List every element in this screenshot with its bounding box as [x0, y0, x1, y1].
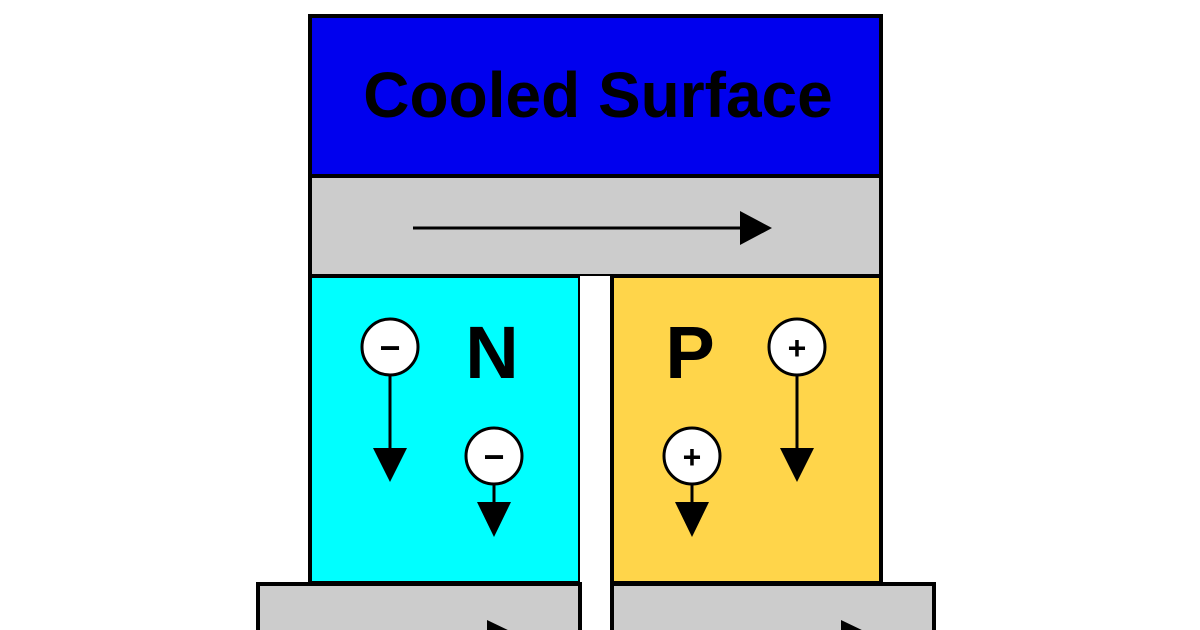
electron-symbol: − — [483, 436, 504, 477]
cooled-surface-label: Cooled Surface — [363, 59, 832, 131]
bottom-conductor-left — [256, 582, 582, 630]
p-type-label: P — [665, 311, 714, 394]
leg-gap — [580, 276, 612, 630]
hole-carrier-1: + — [767, 317, 827, 482]
top-conductor — [308, 174, 883, 278]
cooled-surface: Cooled Surface — [308, 14, 883, 178]
current-arrowhead-bottom-right — [841, 620, 862, 630]
hole-carrier-2: + — [662, 426, 722, 537]
electron-drift-arrowhead — [477, 502, 511, 537]
hole-drift-arrowhead — [675, 502, 709, 537]
top-conductor-plate — [308, 174, 883, 278]
p-type-leg: P + + — [610, 274, 883, 585]
electron-carrier-1: − — [360, 317, 420, 482]
electron-symbol: − — [379, 327, 400, 368]
hole-symbol: + — [683, 439, 702, 475]
cooled-surface-plate — [308, 14, 883, 178]
n-type-leg: N − − — [308, 274, 582, 585]
current-arrowhead-top — [740, 211, 772, 245]
electron-carrier-2: − — [464, 426, 524, 537]
hole-drift-arrowhead — [780, 448, 814, 482]
n-type-block — [308, 274, 582, 585]
bottom-conductor-right — [610, 582, 936, 630]
bottom-conductor-right-plate — [610, 582, 936, 630]
hole-symbol: + — [788, 330, 807, 366]
n-type-label: N — [465, 311, 518, 394]
bottom-conductor-left-plate — [256, 582, 582, 630]
p-type-block — [610, 274, 883, 585]
current-arrowhead-bottom-left — [487, 620, 508, 630]
electron-drift-arrowhead — [373, 448, 407, 482]
